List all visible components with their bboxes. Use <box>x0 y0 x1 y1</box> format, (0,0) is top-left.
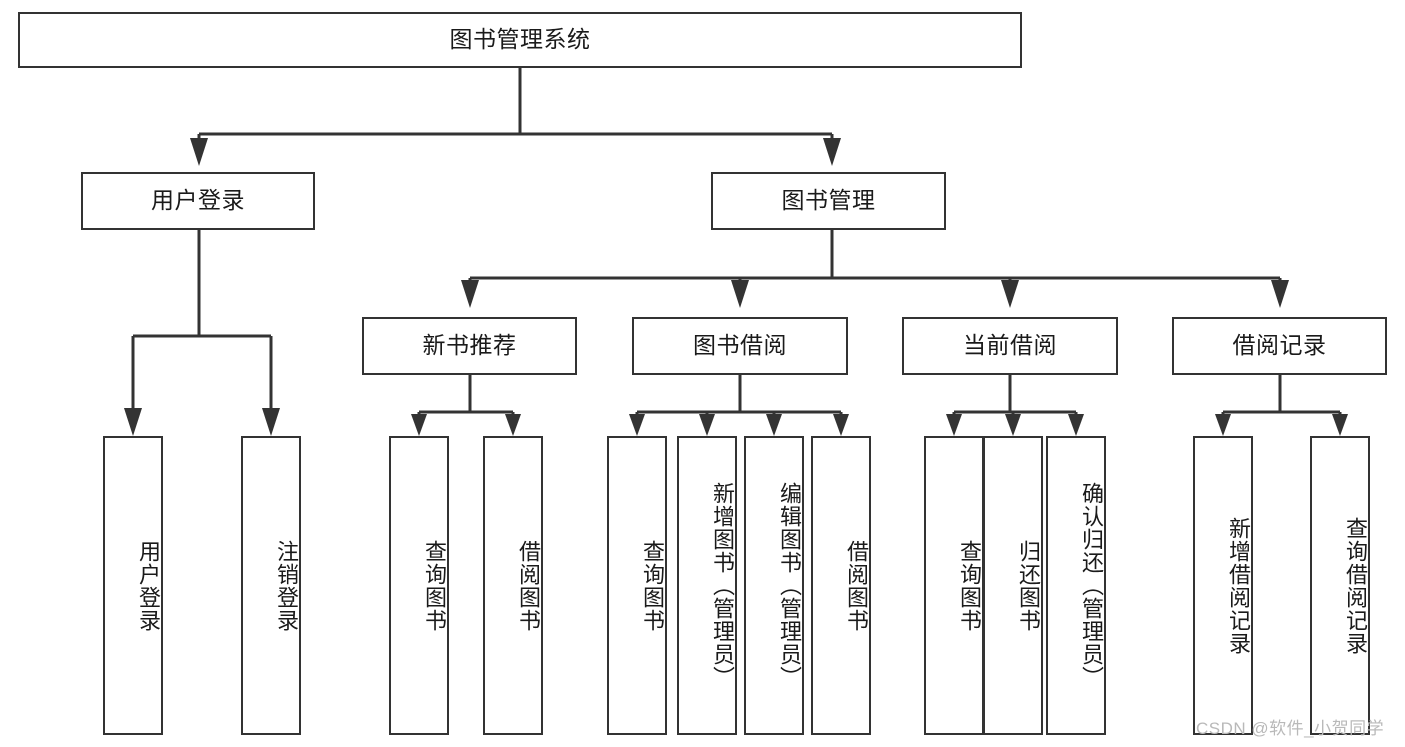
node-label: 查询图书 <box>957 539 982 632</box>
node-leaf-query-book-recommend[interactable]: 查询图书 <box>389 436 449 735</box>
csdn-watermark: CSDN @软件_小贺同学 <box>1196 719 1385 738</box>
node-label: 新书推荐 <box>422 332 517 359</box>
node-leaf-query-borrow-record[interactable]: 查询借阅记录 <box>1310 436 1370 735</box>
node-label: 新增图书（管理员） <box>710 482 735 689</box>
node-leaf-query-book-current[interactable]: 查询图书 <box>924 436 984 735</box>
node-label: 图书管理 <box>781 187 876 214</box>
node-label: 新增借阅记录 <box>1226 516 1251 655</box>
node-label: 查询图书 <box>422 539 447 632</box>
node-label: 归还图书 <box>1016 539 1041 632</box>
node-leaf-borrow-book[interactable]: 借阅图书 <box>811 436 871 735</box>
node-borrow-record[interactable]: 借阅记录 <box>1172 317 1387 375</box>
node-label: 查询借阅记录 <box>1343 516 1368 655</box>
node-leaf-return-book[interactable]: 归还图书 <box>983 436 1043 735</box>
node-user-login[interactable]: 用户登录 <box>81 172 315 230</box>
node-current-borrow[interactable]: 当前借阅 <box>902 317 1118 375</box>
node-label: 图书管理系统 <box>449 26 591 53</box>
node-leaf-query-book-borrow[interactable]: 查询图书 <box>607 436 667 735</box>
node-book-management[interactable]: 图书管理 <box>711 172 946 230</box>
node-label: 注销登录 <box>274 539 299 632</box>
node-leaf-confirm-return-admin[interactable]: 确认归还（管理员） <box>1046 436 1106 735</box>
node-label: 借阅记录 <box>1232 332 1327 359</box>
node-book-borrow[interactable]: 图书借阅 <box>632 317 848 375</box>
node-leaf-add-book-admin[interactable]: 新增图书（管理员） <box>677 436 737 735</box>
node-label: 用户登录 <box>136 539 161 632</box>
node-label: 当前借阅 <box>963 332 1057 359</box>
node-leaf-edit-book-admin[interactable]: 编辑图书（管理员） <box>744 436 804 735</box>
node-label: 借阅图书 <box>844 539 869 632</box>
node-root-system[interactable]: 图书管理系统 <box>18 12 1022 68</box>
node-label: 查询图书 <box>640 539 665 632</box>
node-leaf-user-login[interactable]: 用户登录 <box>103 436 163 735</box>
node-label: 借阅图书 <box>516 539 541 632</box>
node-leaf-user-logout[interactable]: 注销登录 <box>241 436 301 735</box>
node-label: 图书借阅 <box>693 332 787 359</box>
node-label: 编辑图书（管理员） <box>777 482 802 689</box>
node-leaf-add-borrow-record[interactable]: 新增借阅记录 <box>1193 436 1253 735</box>
node-new-book-recommend[interactable]: 新书推荐 <box>362 317 577 375</box>
node-label: 用户登录 <box>151 187 245 214</box>
node-label: 确认归还（管理员） <box>1079 482 1104 689</box>
node-leaf-borrow-book-recommend[interactable]: 借阅图书 <box>483 436 543 735</box>
